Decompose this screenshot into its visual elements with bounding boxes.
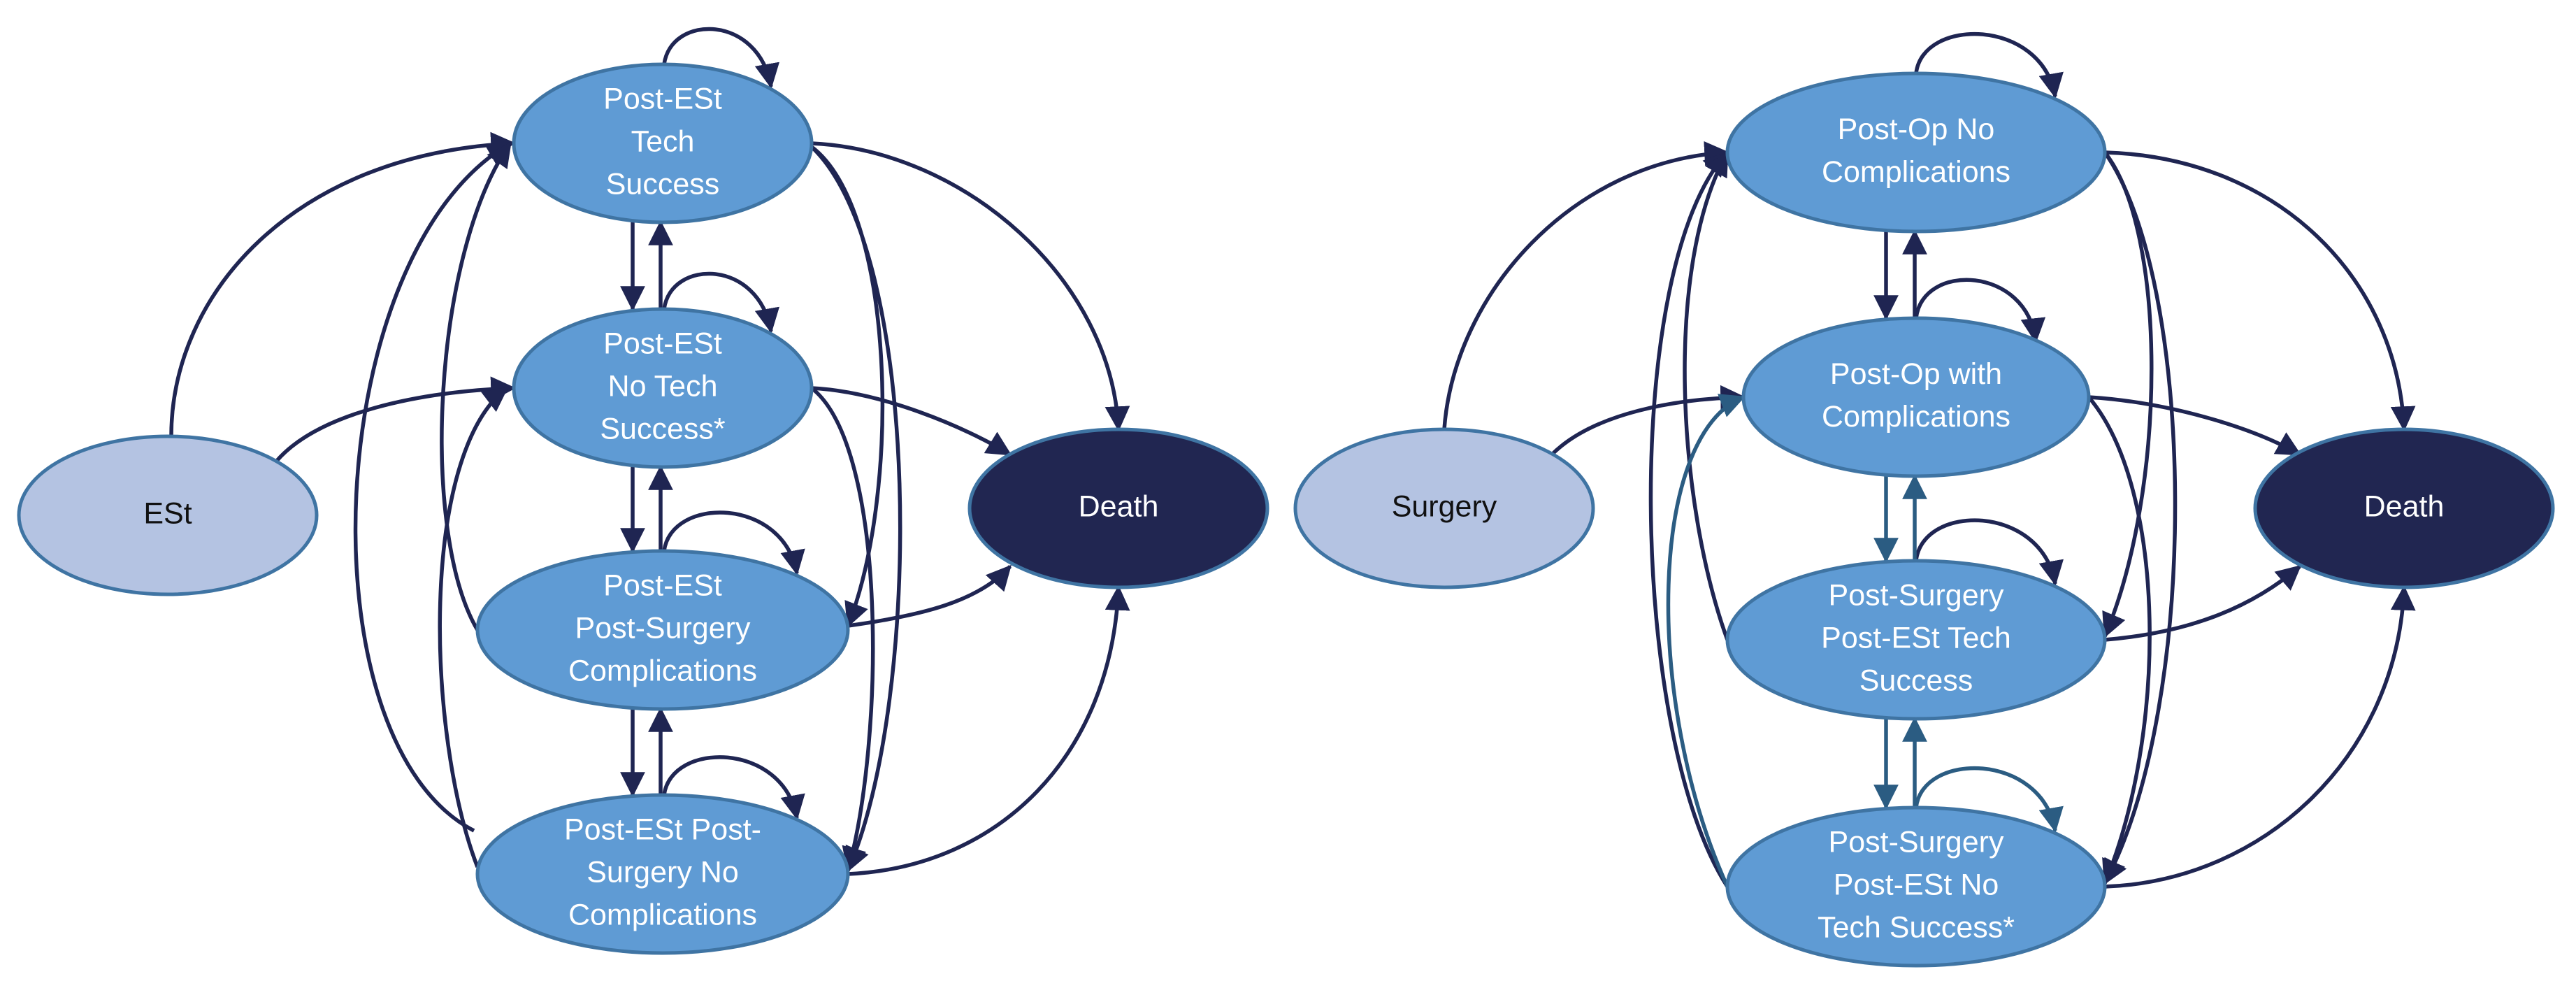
node-surgery: Surgery [1293,427,1595,589]
node-notech-shape [512,307,814,469]
transition-tech-to-nocomp-arrow [810,145,902,873]
node-surgery-label-line: Surgery [1392,489,1497,523]
self-loop-tech-arrow [1914,518,2064,586]
node-notech-label-line: Post-ESt [603,327,722,360]
self-loop-tech-arrow [662,27,779,89]
node-tech-shape [1725,559,2107,721]
node-notech-label-line: Post-Surgery [1829,825,2004,859]
node-death-shape [967,427,1269,589]
node-notech-label-line: Tech Success* [1818,910,2015,944]
transition-notech-to-withcomp-arrow [1666,394,1746,888]
transition-surgery-to-withcomp-arrow [1550,385,1746,456]
node-nocomp-shape [1725,71,2107,234]
transition-withcomp-to-notech-arrow [2087,396,2152,885]
node-comp-shape [475,549,850,711]
node-tech-label-line: Success [606,167,720,201]
node-death: Death [967,427,1269,589]
self-loop-comp-arrow [662,510,805,575]
node-surgery-shape [1293,427,1595,589]
node-nocomp: Post-Op No Complications [1725,71,2107,234]
node-nocomp-label-line: Complications [568,898,757,931]
transition-surgery-to-nocomp-arrow [1442,141,1729,430]
node-withcomp-label-line: Post-Op with [1830,357,2002,391]
node-death-label-line: Death [2364,489,2445,523]
node-nocomp: Post-ESt Post- Surgery No Complications [475,793,850,955]
node-tech-label-line: Post-Surgery [1829,578,2004,612]
transition-withcomp-to-death-arrow [2088,395,2302,457]
node-est-label-line: ESt [143,496,192,530]
transition-tech-to-death-arrow [2104,564,2302,642]
node-notech-label-line: Post-ESt No [1834,868,1999,901]
transition-est-to-notech-arrow [274,376,516,463]
transition-nocomp-to-tech-arrow [353,141,512,833]
node-tech-label-line: Success [1859,664,1973,697]
transition-comp-to-death-arrow [847,564,1012,628]
node-notech-label-line: No Tech [608,369,718,403]
node-nocomp-label-line: Post-ESt Post- [564,812,761,846]
node-death-shape [2253,427,2555,589]
node-withcomp-shape [1741,316,2091,478]
node-tech-label-line: Tech [631,124,695,158]
node-tech-label-line: Post-ESt [603,82,722,115]
node-nocomp-shape [475,793,850,955]
node-tech-label-line: Post-ESt Tech [1821,621,2011,654]
node-nocomp-label-line: Post-Op No [1838,113,1995,146]
node-comp-label-line: Post-ESt [603,568,722,602]
self-loop-nocomp-arrow [662,755,805,820]
node-nocomp-label-line: Complications [1822,155,2010,189]
transition-notech-to-death-arrow [811,386,1012,457]
transition-tech-to-death-arrow [811,141,1130,431]
transition-tech-to-comp-arrow [810,145,885,628]
transition-est-to-tech-arrow [169,131,516,437]
transition-nocomp-to-notech-arrow [2103,151,2178,885]
node-comp-label-line: Post-Surgery [575,611,751,645]
self-loop-withcomp-arrow [1914,278,2046,343]
transition-nocomp-to-death-arrow [847,585,1130,876]
node-withcomp-label-line: Complications [1822,400,2010,434]
node-death: Death [2253,427,2555,589]
node-est: ESt [17,434,319,596]
self-loop-notech-arrow [662,271,779,334]
node-comp-label-line: Complications [568,654,757,687]
node-est-shape [17,434,319,596]
self-loop-notech-arrow [1914,766,2064,833]
self-loop-nocomp-arrow [1914,31,2064,99]
node-nocomp-label-line: Surgery No [587,855,738,889]
node-notech-shape [1725,806,2107,968]
transition-tech-to-nocomp-arrow [1683,150,1729,640]
transition-notech-to-nocomp-arrow [810,386,875,873]
node-tech-shape [512,62,814,224]
node-notech-label-line: Success* [600,412,726,445]
transition-notech-to-death-arrow [2104,585,2416,889]
transition-nocomp-to-death-arrow [2104,150,2416,431]
transition-notech-to-nocomp-arrow [1648,150,1729,888]
transition-nocomp-to-notech-arrow [438,386,509,868]
transition-comp-to-tech-arrow [440,141,512,631]
node-death-label-line: Death [1079,489,1159,523]
